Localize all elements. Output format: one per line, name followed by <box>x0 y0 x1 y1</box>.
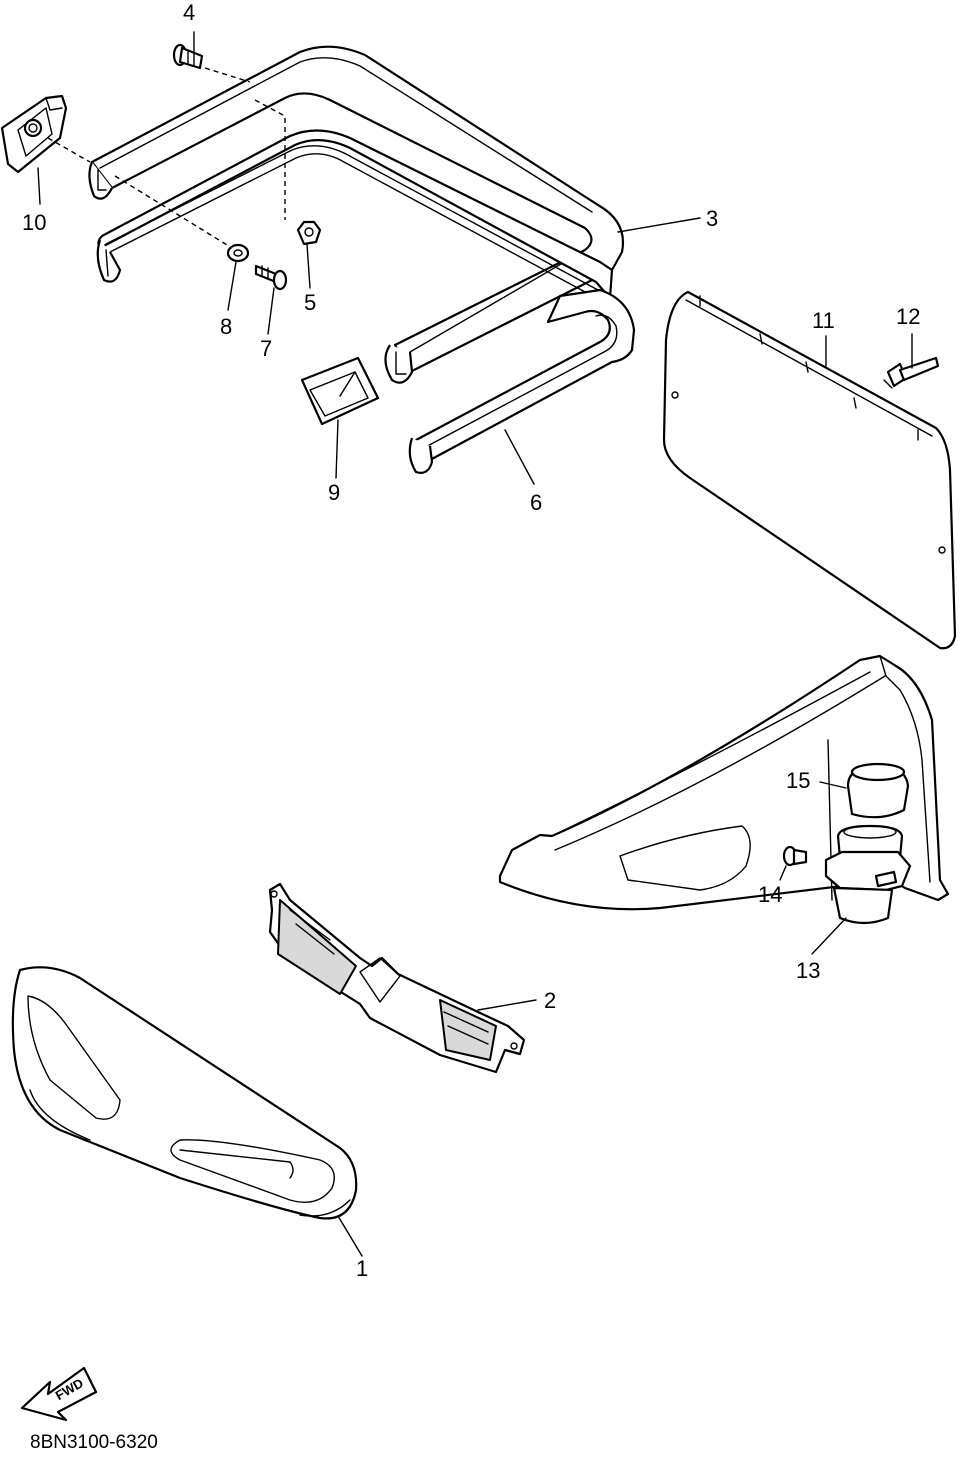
label-part-3: 3 <box>706 206 718 231</box>
bracket-strip-part-2 <box>268 882 526 1074</box>
guard-frame-part-3 <box>88 45 625 384</box>
label-part-9: 9 <box>328 480 340 505</box>
assembly-guide-lines <box>47 67 286 249</box>
grab-handle-part-1 <box>11 966 358 1220</box>
label-part-6: 6 <box>530 490 542 515</box>
part-number-labels: 4 10 3 8 5 7 9 6 11 12 15 14 13 2 1 <box>22 0 920 1281</box>
nut-part-5 <box>296 220 322 246</box>
forward-direction-arrow: FWD <box>20 1366 98 1422</box>
washer-part-8 <box>226 243 250 263</box>
leader-lines <box>37 31 913 1257</box>
label-part-4: 4 <box>183 0 195 25</box>
label-part-5: 5 <box>304 290 316 315</box>
rivet-part-12 <box>883 356 940 389</box>
label-part-2: 2 <box>544 988 556 1013</box>
side-panel-part-11 <box>662 290 957 650</box>
clip-part-14 <box>782 845 808 867</box>
label-part-13: 13 <box>796 958 820 983</box>
label-part-14: 14 <box>758 882 782 907</box>
label-part-15: 15 <box>786 768 810 793</box>
bolt-part-7 <box>254 264 288 291</box>
label-part-7: 7 <box>260 336 272 361</box>
drawing-code: 8BN3100-6320 <box>30 1432 158 1453</box>
label-part-8: 8 <box>220 314 232 339</box>
screw-part-4 <box>172 43 204 70</box>
label-part-12: 12 <box>896 304 920 329</box>
seal-strip-part-6 <box>408 288 636 474</box>
guard-inner-rail <box>96 129 614 301</box>
socket-part-13 <box>824 824 912 925</box>
label-part-11: 11 <box>812 308 835 333</box>
label-part-1: 1 <box>356 1256 368 1281</box>
reflector-part-9 <box>300 356 380 426</box>
label-part-10: 10 <box>22 210 46 235</box>
cowling-with-lamp <box>498 654 950 911</box>
grommet-part-15 <box>846 762 910 819</box>
clip-bracket-part-10 <box>0 94 68 174</box>
